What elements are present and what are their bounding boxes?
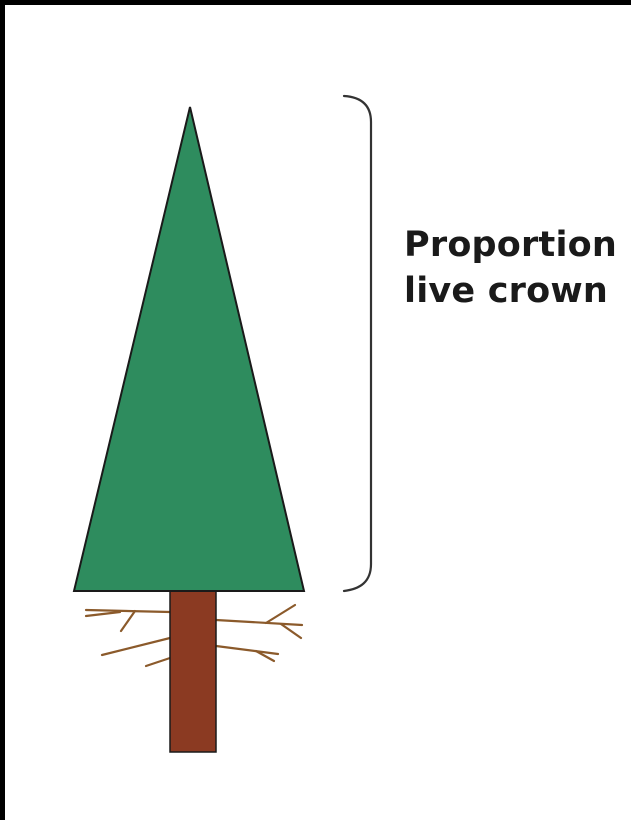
label-line-2: live crown (404, 268, 624, 314)
dead-branches-right (216, 605, 302, 661)
dead-branches-left (86, 610, 170, 666)
live-crown (74, 107, 304, 591)
tree-trunk (170, 591, 216, 752)
label-line-1: Proportion (404, 222, 624, 268)
proportion-live-crown-label: Proportion live crown (404, 222, 624, 314)
crown-bracket (344, 96, 371, 591)
